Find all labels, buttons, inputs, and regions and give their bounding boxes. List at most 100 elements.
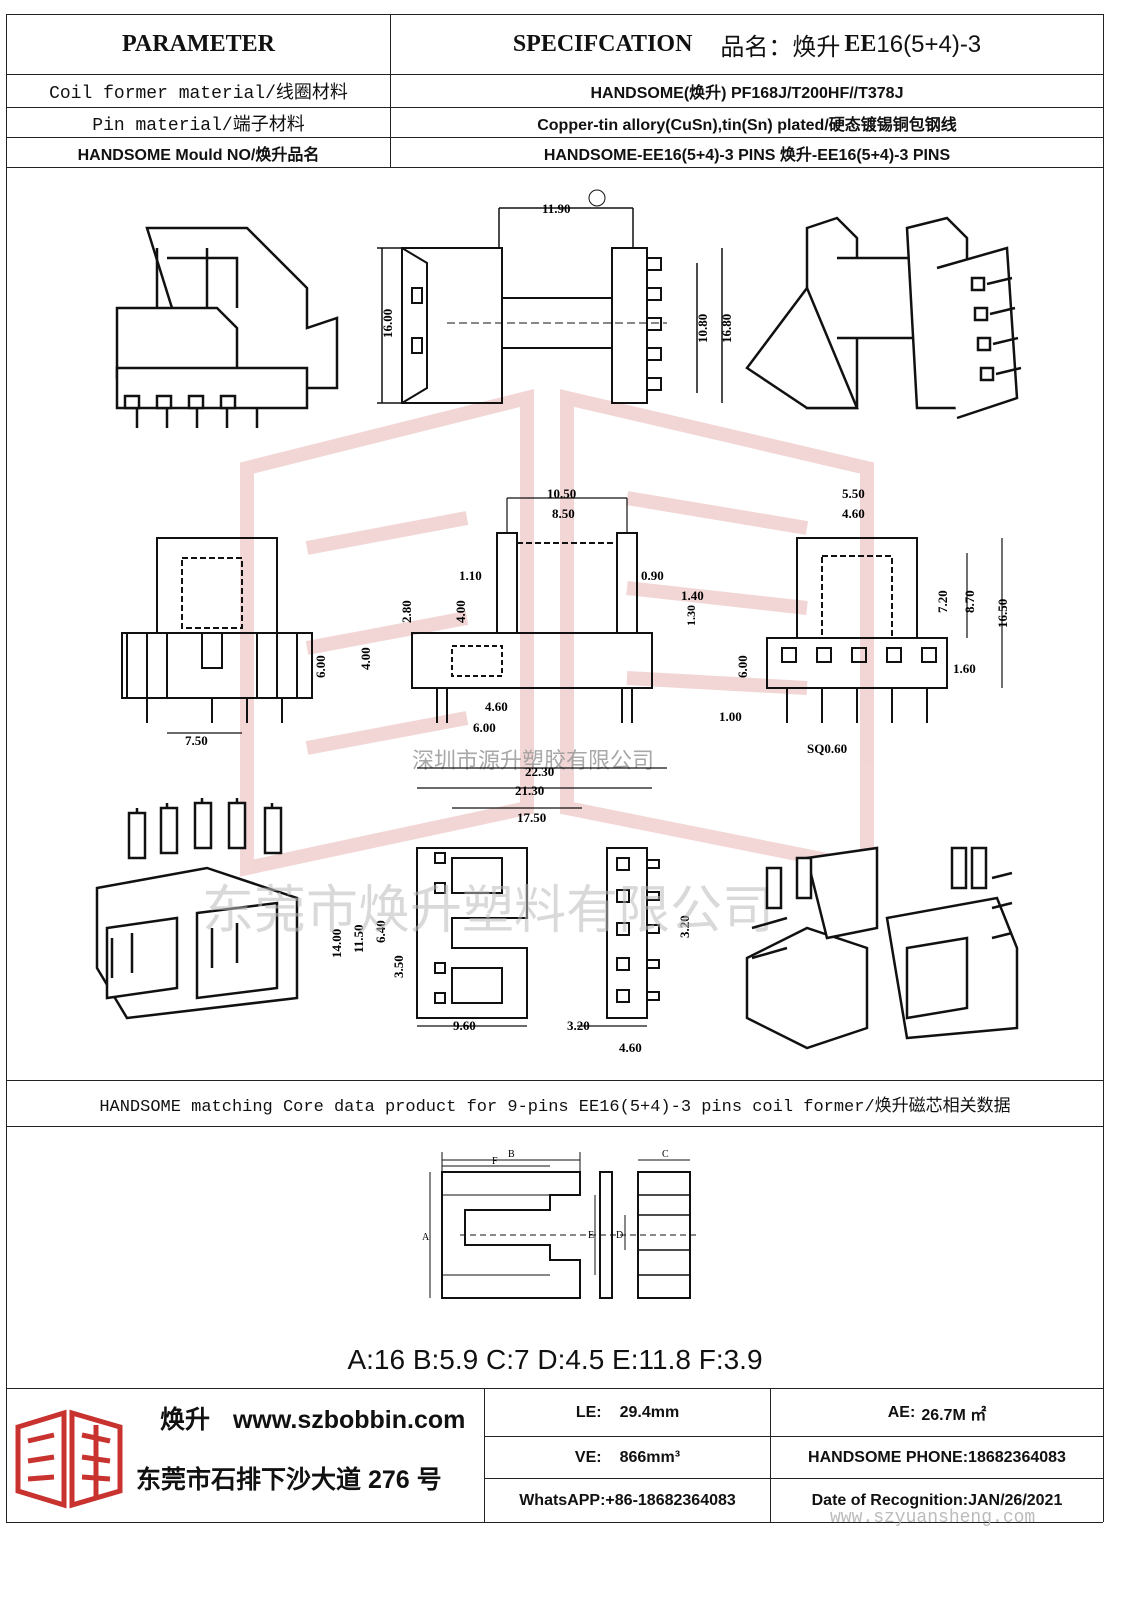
core-letter-a: A — [422, 1232, 430, 1243]
product-name-label: 品名：焕升 — [720, 34, 841, 61]
param-label-pin: Pin material/端子材料 — [92, 115, 305, 136]
dim-e: 10.50 — [547, 486, 576, 501]
ve-cell: VE: 866mm³ — [485, 1437, 770, 1478]
dim-600: 6.00 — [473, 720, 496, 735]
table-border-right — [1103, 14, 1104, 1522]
dim-h-sub: 4.60 — [842, 506, 865, 521]
dim-k: 8.70 — [962, 590, 977, 613]
param-label-coil: Coil former material/线圈材料 — [49, 84, 348, 104]
footer-website: www.szbobbin.com — [232, 1406, 466, 1434]
param-label-mould: HANDSOME Mould NO/焕升品名 — [77, 146, 320, 164]
dim-f: 8.50 — [552, 506, 575, 521]
core-letter-b: B — [508, 1149, 515, 1160]
e-core-shape — [441, 1171, 581, 1299]
footer-address: 东莞市石排下沙大道 276 号 — [136, 1466, 442, 1494]
specification-header: SPECIFCATION 品名：焕升 EE 16(5+4)-3 — [391, 15, 1103, 74]
dim-d: 16.80 — [719, 314, 734, 343]
product-code-rest: 16(5+4)-3 — [876, 30, 982, 58]
footer-border-bottom — [6, 1522, 1103, 1523]
dim-t: 6.00 — [313, 655, 328, 678]
ae-cell: AE: 26.7M ㎡ — [771, 1389, 1103, 1436]
whatsapp-cell: WhatsAPP:+86-18682364083 — [519, 1491, 736, 1509]
dim-p: 17.50 — [517, 810, 546, 825]
table-row-divider — [6, 137, 1103, 138]
table-border-left — [6, 14, 7, 1522]
callout-b — [588, 189, 606, 207]
footer-brand-line: 焕升 www.szbobbin.com — [160, 1400, 465, 1436]
dim-v320: 3.20 — [677, 915, 692, 938]
parameter-header: PARAMETER — [122, 31, 275, 57]
ve-value: 866mm³ — [619, 1448, 681, 1466]
footer-row-divider — [484, 1478, 1103, 1479]
dim-640: 6.40 — [373, 920, 388, 943]
dim-400: 4.00 — [453, 600, 468, 623]
dim-280: 2.80 — [399, 600, 414, 623]
ve-label: VE: — [574, 1448, 602, 1466]
table-row-divider — [6, 107, 1103, 108]
dim-b: 11.90 — [542, 201, 571, 216]
ae-label: AE: — [887, 1403, 916, 1421]
core-letter-d: D — [616, 1230, 623, 1241]
specification-label: SPECIFCATION — [512, 31, 693, 57]
footer-col-divider — [770, 1388, 771, 1522]
table-row-divider — [6, 167, 1103, 168]
side-view-mid-right — [766, 537, 1003, 723]
iso-view-top-right — [745, 216, 1022, 420]
dim-960: 9.60 — [453, 1018, 476, 1033]
dim-100: 1.00 — [719, 709, 742, 724]
table-row-divider — [6, 74, 1103, 75]
core-dimensions: A:16 B:5.9 C:7 D:4.5 E:11.8 F:3.9 — [347, 1344, 763, 1375]
core-section-border-top — [6, 1080, 1103, 1081]
dim-c: 10.80 — [695, 314, 710, 343]
logo-svg — [15, 1409, 123, 1509]
footer-col-divider — [484, 1388, 485, 1522]
dim-l: 16.50 — [995, 599, 1010, 628]
dim-350: 3.50 — [391, 955, 406, 978]
watermark-url: www.szyuansheng.com — [830, 1508, 1036, 1528]
core-svg: B F A C D E — [422, 1149, 700, 1301]
core-letter-f: F — [492, 1156, 498, 1167]
dim-160: 1.60 — [953, 661, 976, 676]
dim-1400: 14.00 — [329, 929, 344, 958]
side-view-mid-center — [411, 497, 653, 723]
dim-left-110: 1.10 — [459, 568, 482, 583]
dim-w460: 4.60 — [619, 1040, 642, 1055]
table-border-top — [6, 14, 1103, 15]
watermark-text-1: 深圳市源升塑胶有限公司 — [412, 749, 654, 774]
footer-row-divider — [484, 1436, 1103, 1437]
dim-130: 1.30 — [684, 605, 698, 626]
dim-h-top: 5.50 — [842, 486, 865, 501]
le-value: 29.4mm — [619, 1403, 680, 1421]
bottom-view-center — [416, 767, 667, 1027]
iso-view-bottom-right — [745, 846, 1019, 1050]
le-label: LE: — [575, 1403, 602, 1421]
le-cell: LE: 29.4mm — [485, 1389, 770, 1436]
drawing-svg: 11.90 16.00 10.80 16.80 7.50 6.00 10. — [95, 189, 1022, 1055]
ae-value: 26.7M ㎡ — [921, 1406, 987, 1424]
core-letter-e: E — [588, 1230, 594, 1241]
side-view-mid-left — [121, 537, 313, 734]
dim-140: 1.40 — [681, 588, 704, 603]
dim-460: 4.60 — [485, 699, 508, 714]
param-value-pin: Copper-tin allory(CuSn),tin(Sn) plated/硬… — [537, 116, 957, 134]
dim-a: 16.00 — [380, 309, 395, 338]
core-section-title-divider — [6, 1126, 1103, 1127]
param-value-mould: HANDSOME-EE16(5+4)-3 PINS 焕升-EE16(5+4)-3… — [543, 146, 951, 164]
dim-j: 7.20 — [935, 590, 950, 613]
watermark-text-2: 东莞市焕升塑料有限公司 — [202, 881, 774, 941]
core-section-title: HANDSOME matching Core data product for … — [99, 1097, 1011, 1117]
phone-cell: HANDSOME PHONE:18682364083 — [808, 1448, 1066, 1466]
technical-drawing: 11.90 16.00 10.80 16.80 7.50 6.00 10. — [7, 168, 1103, 1080]
iso-view-bottom-left — [95, 798, 299, 1020]
core-diagram: B F A C D E — [400, 1140, 730, 1320]
dim-o: 21.30 — [515, 783, 544, 798]
dim-right-090: 0.90 — [641, 568, 664, 583]
footer-border-top — [6, 1388, 1103, 1389]
dim-q: 22.30 — [525, 764, 554, 779]
dim-1150: 11.50 — [351, 924, 366, 953]
front-view-top — [377, 207, 723, 404]
date-cell: Date of Recognition:JAN/26/2021 — [811, 1491, 1063, 1509]
company-logo — [12, 1405, 127, 1515]
dim-s: 4.00 — [358, 647, 373, 670]
core-letter-c: C — [662, 1149, 669, 1160]
